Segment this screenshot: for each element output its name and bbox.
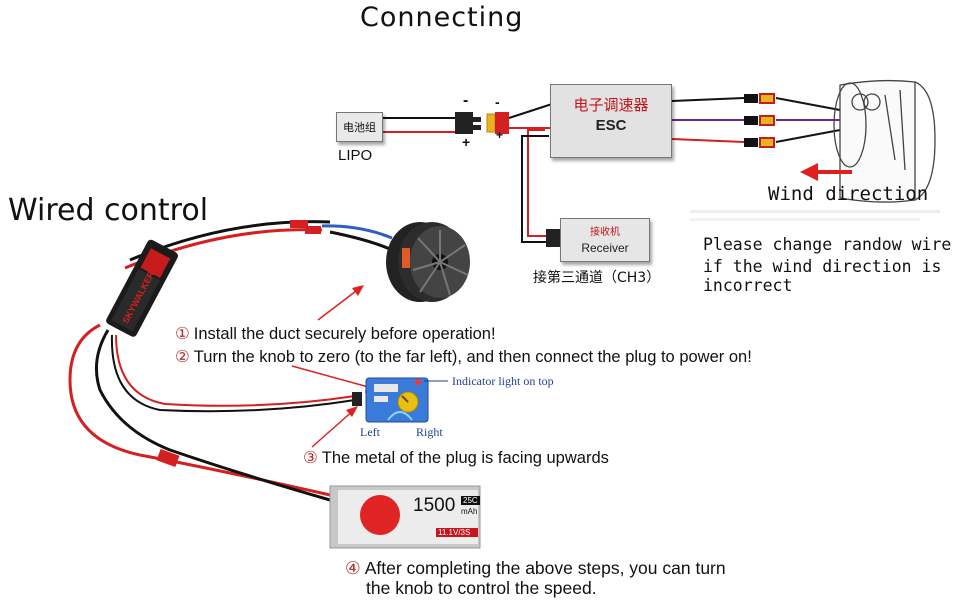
step-1-number: ①: [175, 325, 190, 343]
esc-box: 电子调速器 ESC: [550, 84, 672, 158]
lipo-plus-label: +: [462, 134, 471, 150]
fan-pointer-arrow: [317, 287, 361, 321]
step-2-text: Turn the knob to zero (to the far left),…: [193, 348, 752, 366]
wire-note-line2: if the wind direction is incorrect: [703, 257, 942, 295]
connecting-title: Connecting: [360, 2, 524, 33]
connecting-wiring: [382, 79, 940, 247]
servo-tester: [365, 377, 429, 423]
battery-unit: mAh: [461, 507, 478, 516]
tester-left-label: Left: [360, 425, 380, 439]
step-3-number: ③: [303, 449, 318, 467]
receiver-en-label: Receiver: [581, 241, 629, 255]
step-4-continued: the knob to control the speed.: [366, 578, 597, 599]
receiver-box: 接收机 Receiver: [560, 218, 650, 262]
edf-fan-icon: [386, 222, 470, 302]
esc-cn-label: 电子调速器: [573, 96, 649, 114]
wired-control-title: Wired control: [8, 193, 209, 228]
battery-capacity: 1500: [413, 495, 456, 516]
receiver-cn-label: 接收机: [590, 227, 620, 238]
wind-arrow-icon: [800, 163, 852, 181]
receiver-lead: [527, 129, 560, 237]
lipo-battery: 电池组: [336, 112, 383, 142]
esc-output-red: [671, 138, 745, 143]
step-3-text: The metal of the plug is facing upwards: [321, 449, 609, 467]
step-2-number: ②: [175, 348, 190, 366]
step-1-text: Install the duct securely before operati…: [193, 325, 496, 343]
battery-rating: 25C: [461, 496, 480, 505]
esc-minus-label: -: [495, 94, 500, 110]
esc-plus-label: +: [496, 128, 504, 142]
wire-note-line1: Please change randow wire: [703, 235, 952, 254]
receiver-channel-note: 接第三通道（CH3）: [533, 270, 661, 286]
tester-right-label: Right: [416, 425, 443, 439]
lipo-plug: [455, 112, 473, 134]
wind-direction-label: Wind direction: [768, 183, 929, 205]
bullet-connectors: [744, 93, 775, 148]
esc-en-label: ESC: [595, 117, 627, 134]
lipo-label: LIPO: [338, 147, 373, 164]
indicator-label: Indicator light on top: [452, 374, 554, 388]
lipo-minus-label: -: [463, 92, 469, 109]
esc-output-black: [671, 97, 745, 102]
step-4-number: ④: [345, 558, 361, 578]
lipo-chip-label: 电池组: [343, 121, 376, 134]
step-4-text-line2: the knob to control the speed.: [366, 578, 597, 598]
battery-voltage: 11.1V/3S: [438, 528, 471, 537]
step-4-text: After completing the above steps, you ca…: [364, 558, 726, 578]
skywalker-esc: SKYWALKER: [106, 239, 178, 337]
edf-unit-icon: [833, 79, 936, 203]
lipo-battery-pack: [329, 485, 481, 549]
